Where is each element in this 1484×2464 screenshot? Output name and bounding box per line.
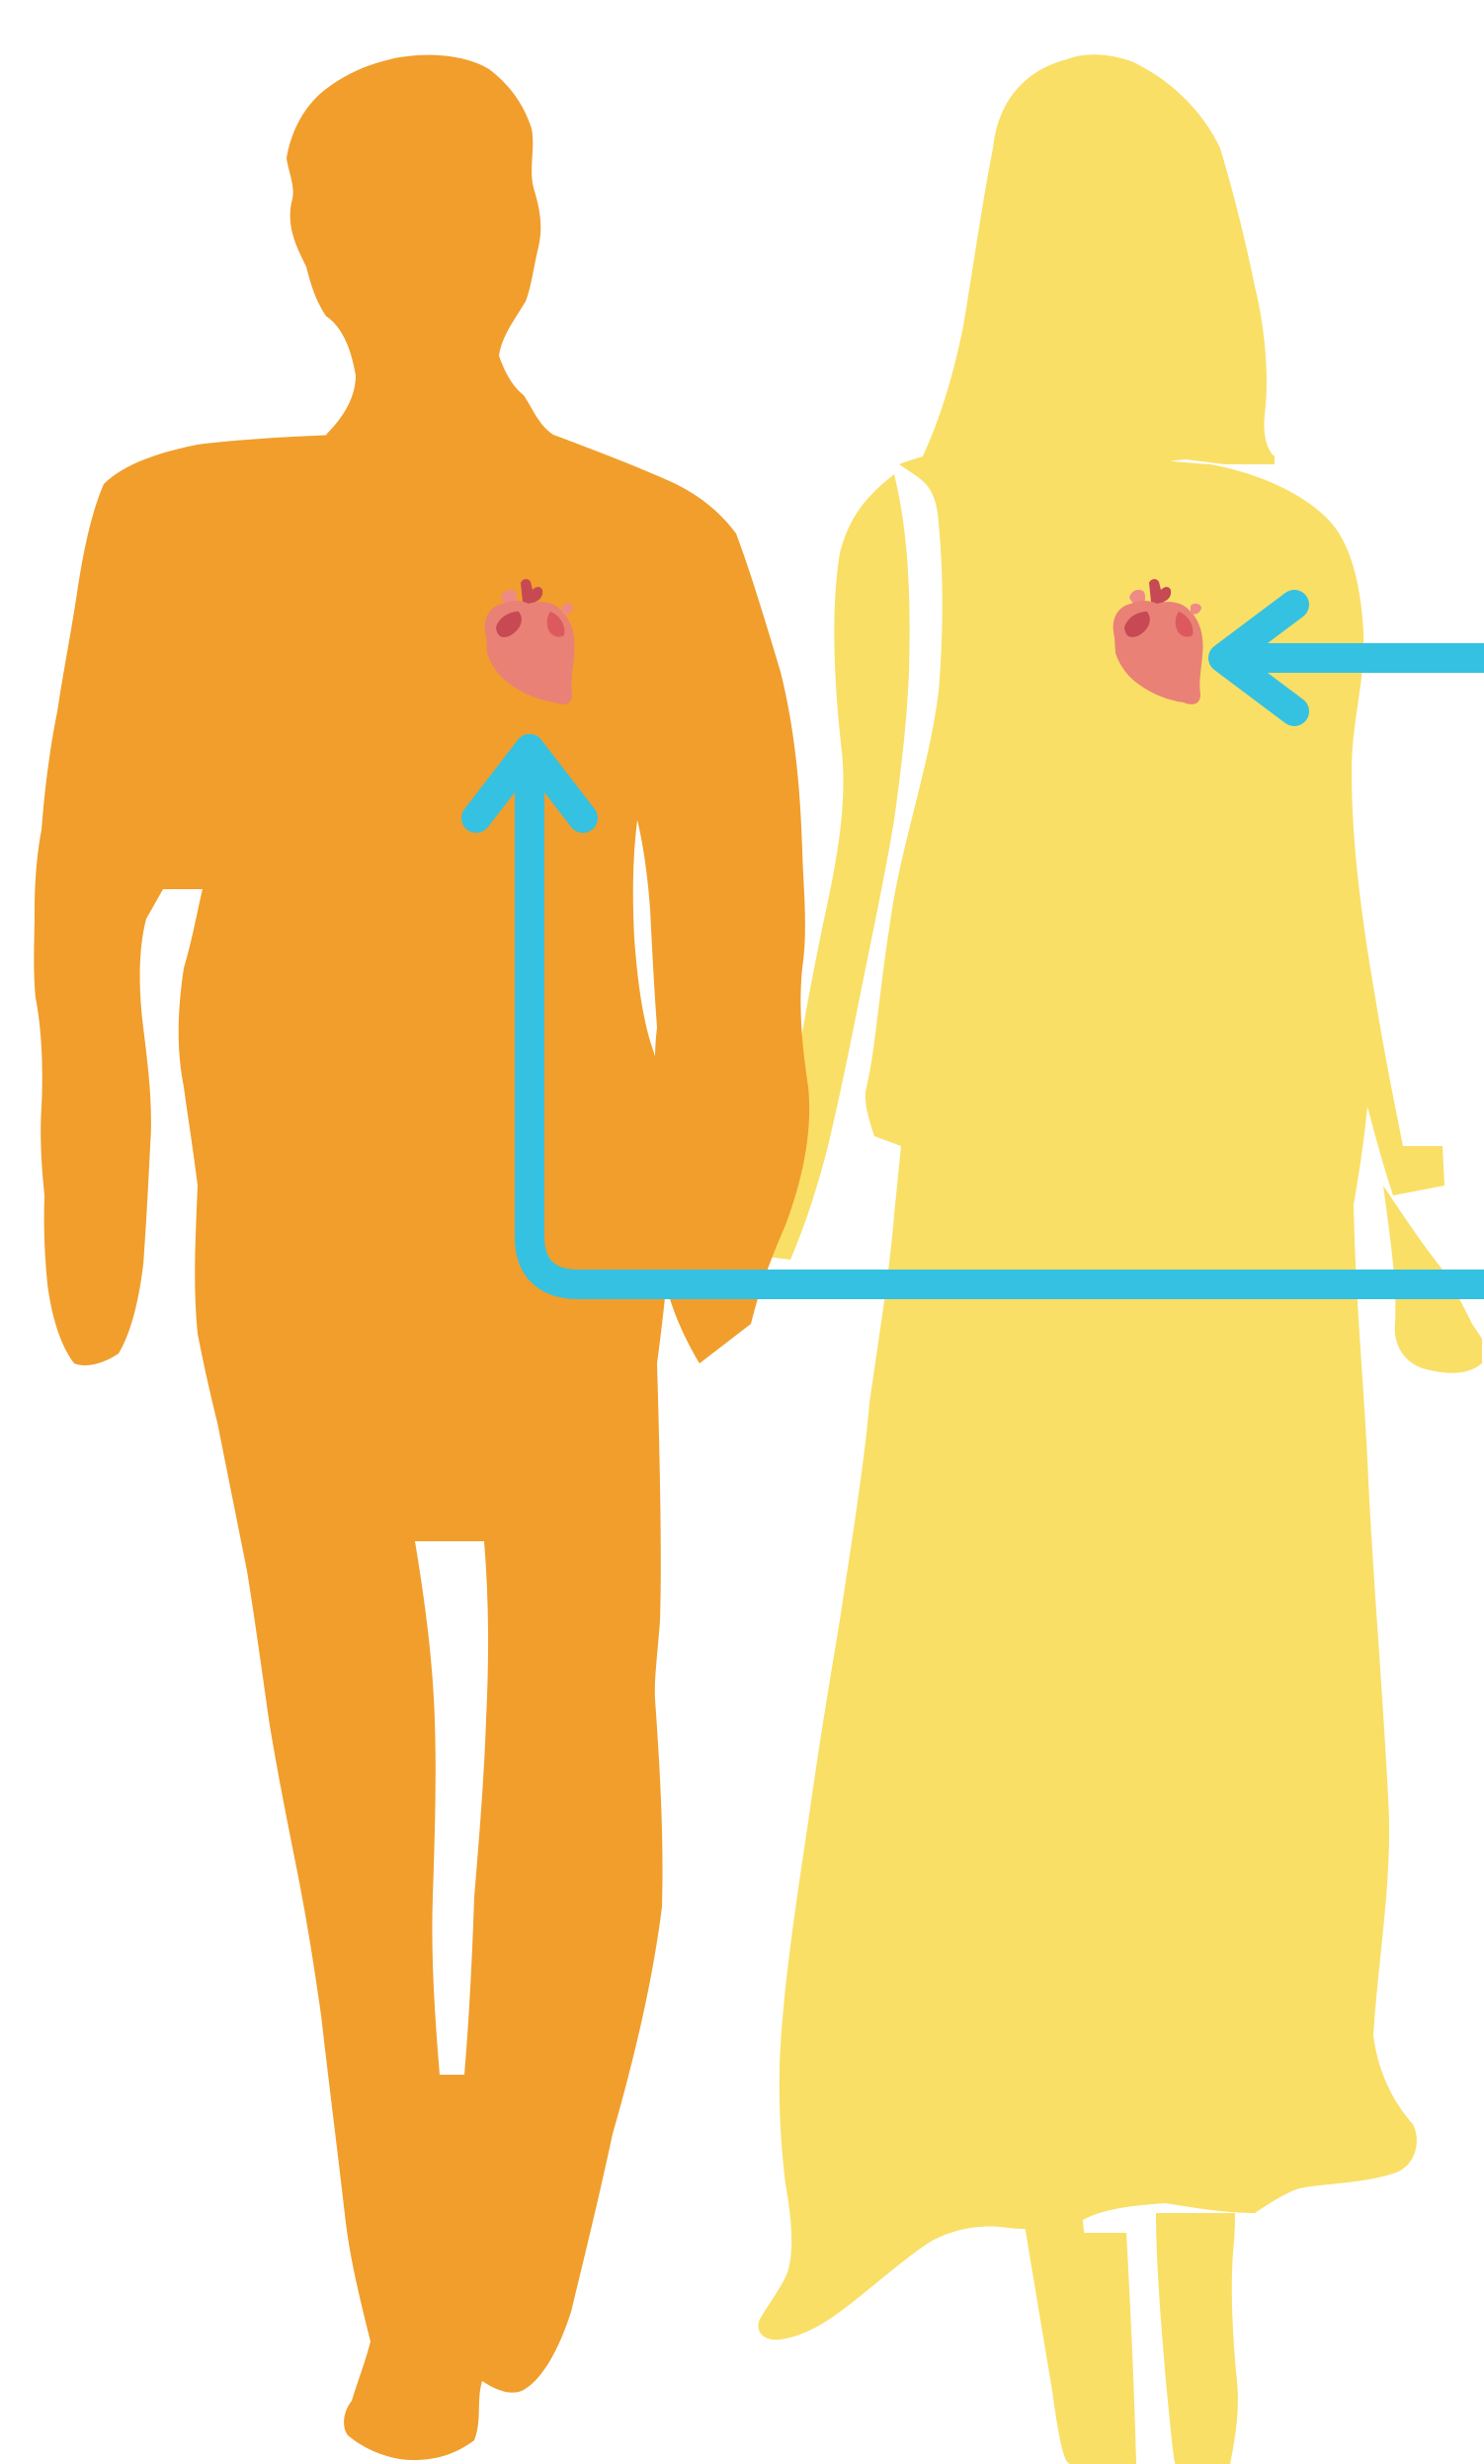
man-silhouette-icon <box>34 55 809 2460</box>
woman-silhouette-icon <box>751 54 1482 2464</box>
